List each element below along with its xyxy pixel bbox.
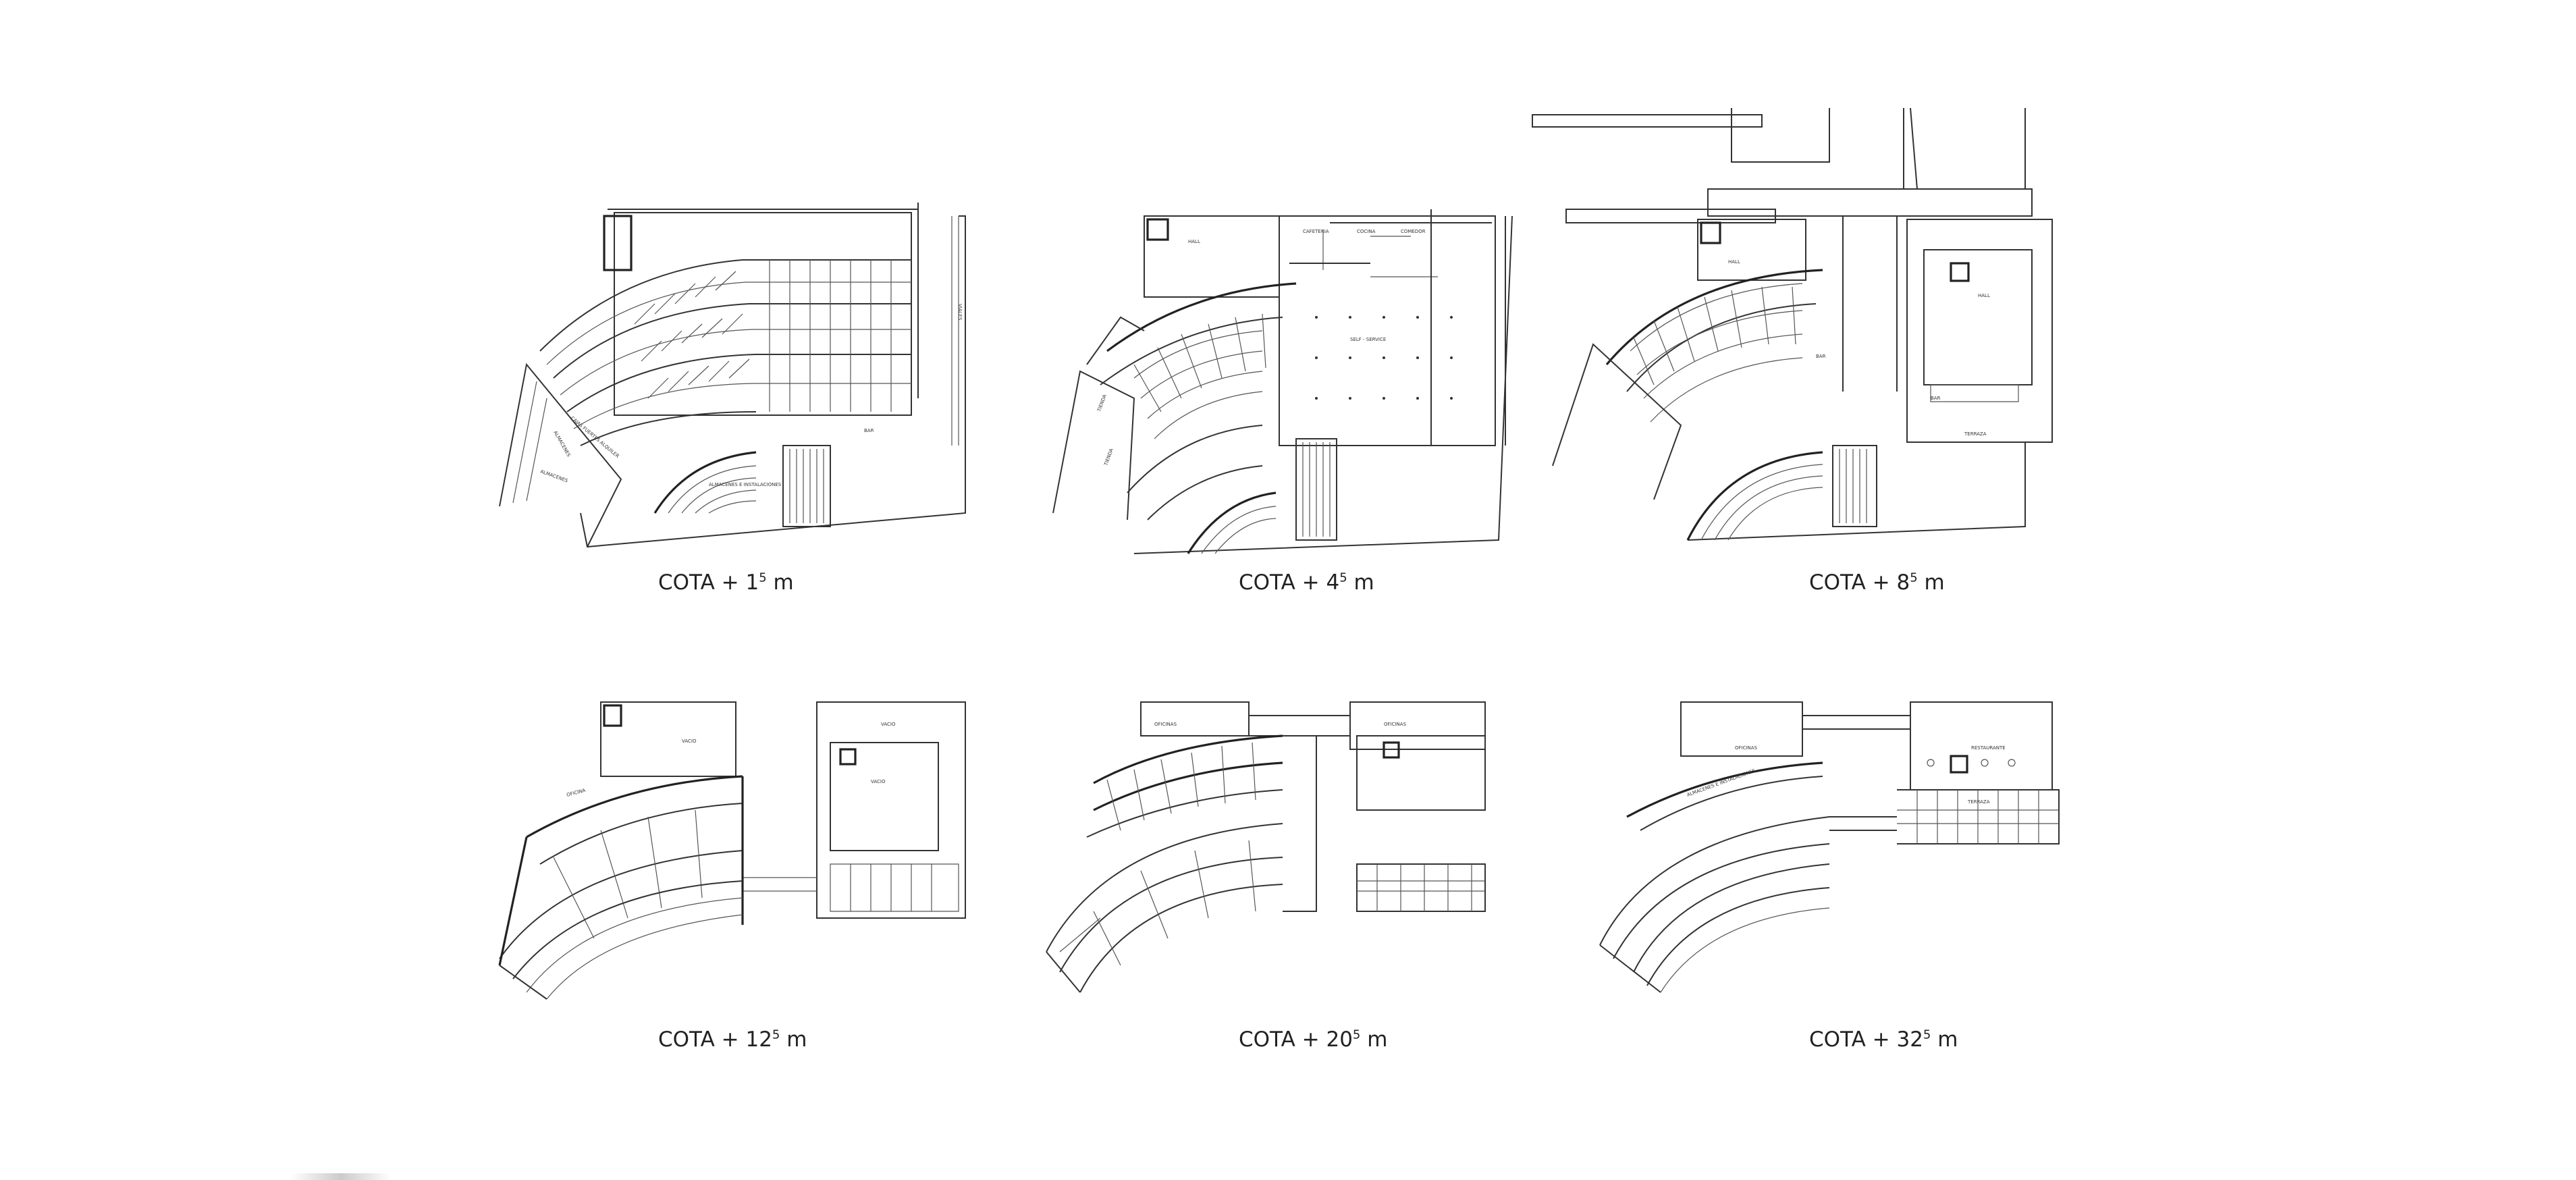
floor-plan-drawing: ALMACENES CAJAS FUERTES ALQUILER ALMACEN…	[499, 203, 966, 548]
caption-decimal: 5	[1339, 570, 1347, 585]
room-label: BAR	[864, 428, 874, 433]
caption-unit: m	[1360, 1027, 1388, 1052]
room-label: OFICINAS	[1154, 722, 1177, 727]
floor-plan-drawing: CAFETERIA COCINA COMEDOR SELF - SERVICE …	[1052, 209, 1513, 554]
room-label: HALL	[1728, 259, 1740, 265]
scan-smudge	[290, 1173, 392, 1180]
caption-unit: m	[766, 570, 794, 595]
caption-prefix: COTA +	[1239, 570, 1326, 595]
room-label: COMEDOR	[1401, 229, 1426, 234]
caption-value: 12	[745, 1027, 772, 1052]
room-label: OFICINA	[566, 788, 586, 798]
caption-prefix: COTA +	[1809, 570, 1897, 595]
caption-prefix: COTA +	[1809, 1027, 1897, 1052]
caption-prefix: COTA +	[658, 570, 746, 595]
room-label: TERRAZA	[1967, 799, 1990, 805]
room-label: ALMACENES	[539, 468, 568, 483]
room-label: ALMACENES	[552, 430, 572, 458]
floor-plan-drawing: OFICINAS ALMACENES E INSTALACIONES RESTA…	[1599, 701, 2060, 993]
caption-cota-1-5: COTA + 15 m	[658, 570, 794, 595]
floor-plan-cota-8-5: HALL HALL BAR BAR TERRAZA	[1532, 107, 2086, 560]
floor-plan-drawing: OFICINAS OFICINAS	[1046, 701, 1486, 993]
floor-plan-cota-1-5: ALMACENES CAJAS FUERTES ALQUILER ALMACEN…	[486, 196, 972, 560]
room-label: BAR	[1931, 396, 1941, 401]
caption-decimal: 5	[1910, 570, 1918, 585]
caption-value: 8	[1896, 570, 1910, 595]
caption-unit: m	[1917, 570, 1945, 595]
room-label: CAFETERIA	[1303, 229, 1329, 234]
room-label: CAJAS FUERTES ALQUILER	[570, 415, 620, 459]
room-label: OFICINAS	[1384, 722, 1407, 727]
room-label: TIENDA	[1096, 394, 1108, 412]
floor-plan-drawing: VACIO VACIO VACIO OFICINA	[498, 701, 966, 1000]
caption-cota-32-5: COTA + 325 m	[1809, 1027, 1958, 1052]
floor-plan-drawing: HALL HALL BAR BAR TERRAZA	[1532, 107, 2053, 541]
caption-cota-8-5: COTA + 85 m	[1809, 570, 1945, 595]
floor-plan-cota-20-5: OFICINAS OFICINAS	[1033, 695, 1519, 1013]
room-label: TIENDA	[1103, 448, 1115, 466]
room-label: VACIO	[682, 739, 697, 744]
room-label: ALMACENES E INSTALACIONES	[709, 482, 782, 487]
caption-value: 32	[1896, 1027, 1923, 1052]
room-label: HALL	[1188, 239, 1200, 244]
caption-cota-20-5: COTA + 205 m	[1239, 1027, 1387, 1052]
caption-value: 1	[745, 570, 759, 595]
caption-value: 20	[1326, 1027, 1353, 1052]
room-label: HALL	[1978, 293, 1990, 298]
caption-decimal: 5	[1352, 1027, 1361, 1042]
caption-decimal: 5	[1923, 1027, 1931, 1042]
floor-plan-cota-12-5: VACIO VACIO VACIO OFICINA	[486, 695, 972, 1013]
caption-prefix: COTA +	[658, 1027, 746, 1052]
caption-decimal: 5	[759, 570, 767, 585]
room-label: RESTAURANTE	[1971, 745, 2006, 751]
room-label: BAR	[1816, 354, 1826, 359]
floor-plan-cota-32-5: OFICINAS ALMACENES E INSTALACIONES RESTA…	[1573, 689, 2086, 1013]
caption-unit: m	[1931, 1027, 1958, 1052]
caption-unit: m	[1347, 570, 1374, 595]
caption-prefix: COTA +	[1239, 1027, 1326, 1052]
caption-value: 4	[1326, 570, 1340, 595]
caption-cota-4-5: COTA + 45 m	[1239, 570, 1374, 595]
room-label: TERRAZA	[1964, 431, 1987, 437]
room-label: ALMACENES E INSTALACIONES	[1686, 768, 1756, 797]
room-label: OFICINAS	[1735, 745, 1758, 751]
room-label: VIALES	[957, 304, 963, 321]
room-label: VACIO	[871, 779, 886, 784]
room-label: VACIO	[881, 722, 896, 727]
room-label: COCINA	[1357, 229, 1376, 234]
room-label: SELF - SERVICE	[1350, 337, 1386, 342]
caption-cota-12-5: COTA + 125 m	[658, 1027, 807, 1052]
floor-plan-cota-4-5: CAFETERIA COCINA COMEDOR SELF - SERVICE …	[1033, 196, 1519, 560]
caption-unit: m	[780, 1027, 807, 1052]
caption-decimal: 5	[772, 1027, 780, 1042]
